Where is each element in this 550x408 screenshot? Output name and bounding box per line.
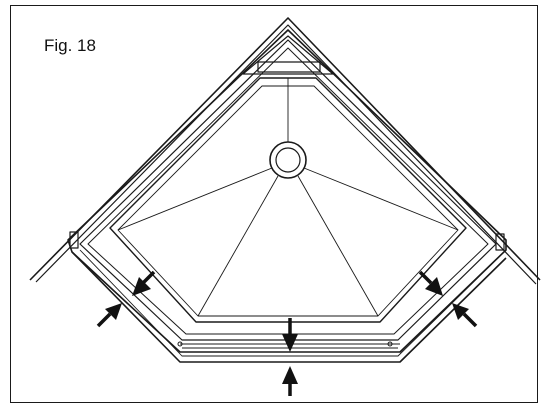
screw-mark xyxy=(387,341,393,347)
tray-outer-rim xyxy=(67,29,507,353)
drain-inner xyxy=(275,147,301,173)
arrow-icon xyxy=(132,270,156,296)
slope-line xyxy=(117,167,273,231)
front-skirt-inner xyxy=(79,249,501,357)
arrow-icon xyxy=(282,318,298,352)
arrow-icon xyxy=(96,303,122,328)
right-post xyxy=(495,233,505,251)
left-post xyxy=(69,231,79,249)
slope-line xyxy=(297,175,379,317)
arrow-icon xyxy=(282,366,298,396)
figure-label: Fig. 18 xyxy=(44,36,96,55)
slope-line xyxy=(197,175,279,317)
arrow-icon xyxy=(418,270,443,296)
corner-seat-front xyxy=(257,61,321,73)
front-skirt-outer xyxy=(71,251,507,363)
figure-frame xyxy=(10,5,538,403)
basin-floor xyxy=(109,77,467,323)
drain-outer xyxy=(269,141,307,179)
wall-inner-line xyxy=(35,24,537,285)
corner-seat xyxy=(242,35,334,75)
slope-line xyxy=(303,167,459,231)
screw-mark xyxy=(177,341,183,347)
arrow-icon xyxy=(452,303,478,328)
tray-rim-inner-2 xyxy=(87,47,489,335)
